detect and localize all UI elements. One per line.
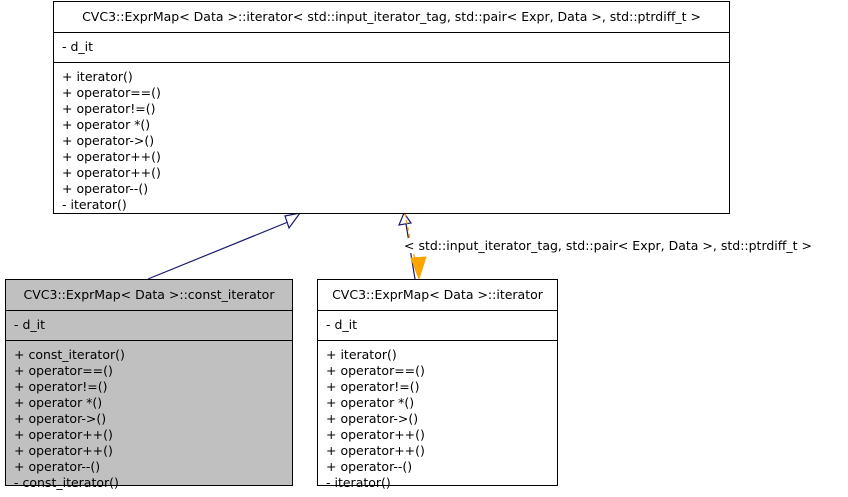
class-attribute: - d_it [14,317,46,332]
class-operation: + operator->() [62,133,155,148]
edge-label-template-binding: < std::input_iterator_tag, std::pair< Ex… [404,238,812,253]
class-operation: + operator==() [326,363,425,378]
class-title-iterator: CVC3::ExprMap< Data >::iterator [332,287,543,302]
class-operation: + iterator() [326,347,397,362]
class-operation: + operator--() [14,459,101,474]
class-operation: + operator--() [62,181,149,196]
class-title-base-iterator: CVC3::ExprMap< Data >::iterator< std::in… [82,9,701,24]
class-operation: + operator++() [62,149,161,164]
class-operation: + operator==() [14,363,113,378]
class-operation: + operator!=() [326,379,420,394]
class-divider [6,310,292,311]
class-attributes-iterator: - d_it [318,311,557,340]
class-attributes-const-iterator: - d_it [6,311,292,340]
class-attribute: - d_it [326,317,358,332]
class-operation: + operator!=() [62,101,156,116]
class-operation: + operator++() [14,443,113,458]
class-box-const-iterator[interactable]: CVC3::ExprMap< Data >::const_iterator - … [5,279,293,490]
class-operation: + operator++() [326,443,425,458]
class-operation: + operator==() [62,85,161,100]
edge-inheritance-const-iterator [147,212,302,280]
class-operation: + operator->() [326,411,419,426]
class-divider [54,62,729,63]
class-operation: + operator++() [326,427,425,442]
class-box-iterator[interactable]: CVC3::ExprMap< Data >::iterator - d_it +… [317,279,558,490]
class-divider [6,340,292,341]
class-operation: + operator--() [326,459,413,474]
class-operations-const-iterator: + const_iterator() + operator==() + oper… [6,341,292,497]
class-operation: + operator++() [14,427,113,442]
class-operation: + operator!=() [14,379,108,394]
class-divider [318,340,557,341]
class-operation: + operator->() [14,411,107,426]
class-operation: - iterator() [326,475,391,490]
class-attribute: - d_it [62,39,94,54]
class-operation: + iterator() [62,69,133,84]
class-operation: + operator *() [14,395,103,410]
class-operations-iterator: + iterator() + operator==() + operator!=… [318,341,557,497]
class-operation: + operator *() [326,395,415,410]
class-operation: - iterator() [62,197,127,212]
class-box-base-iterator[interactable]: CVC3::ExprMap< Data >::iterator< std::in… [53,1,730,214]
class-attributes-base-iterator: - d_it [54,33,729,62]
class-operation: + const_iterator() [14,347,125,362]
class-divider [318,310,557,311]
class-operations-base-iterator: + iterator() + operator==() + operator!=… [54,63,729,219]
class-divider [54,32,729,33]
class-title-const-iterator: CVC3::ExprMap< Data >::const_iterator [23,287,275,302]
class-operation: + operator *() [62,117,151,132]
class-operation: + operator++() [62,165,161,180]
class-operation: - const_iterator() [14,475,119,490]
